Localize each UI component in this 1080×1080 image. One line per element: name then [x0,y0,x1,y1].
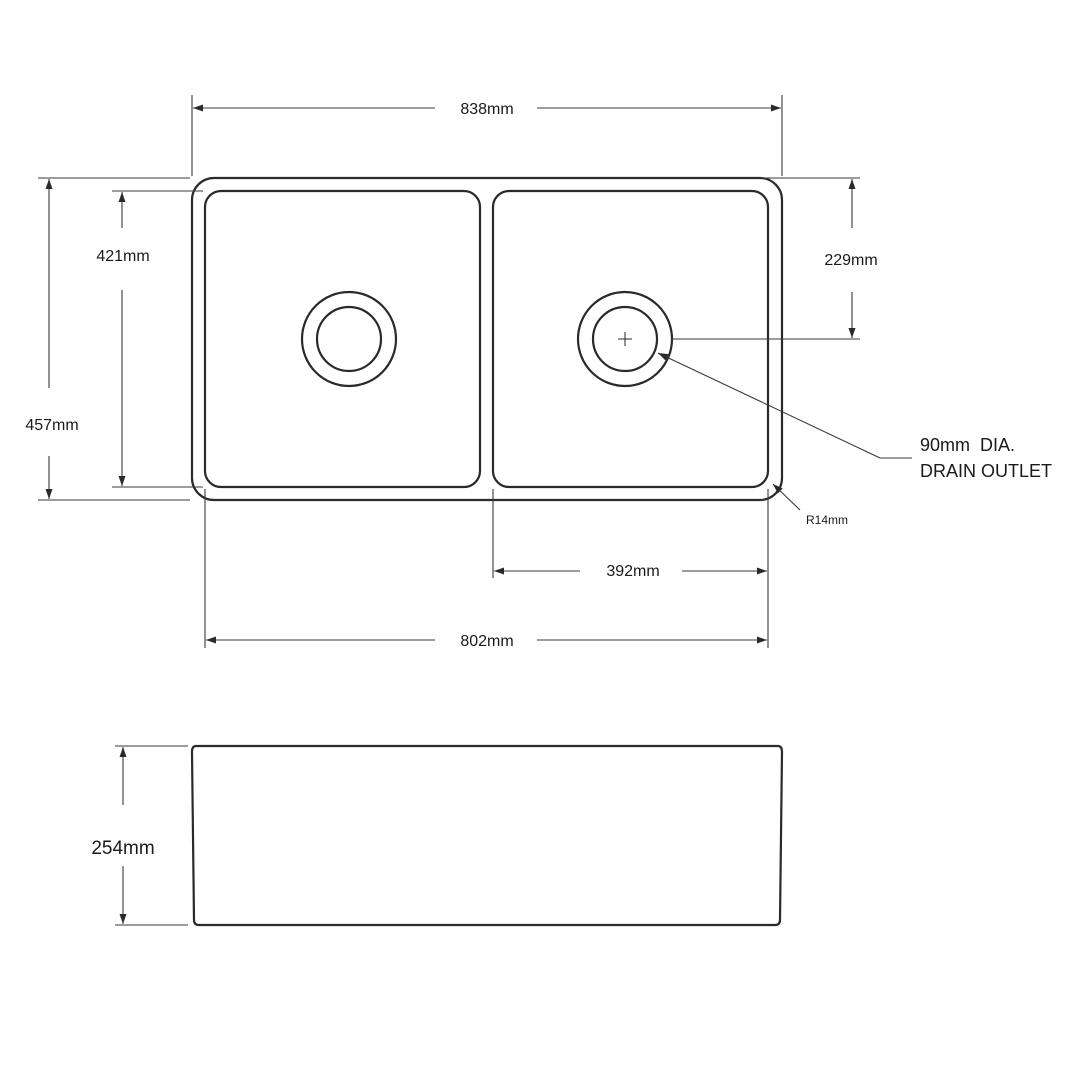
dimension-height: 254mm [91,745,188,926]
left-bowl [203,189,482,489]
drain-outlet-callout: 90mm DIA. DRAIN OUTLET [657,352,1052,481]
sink-front-profile [190,744,784,927]
dimension-drain-setback: 229mm [672,177,878,340]
bowl-width-label: 392mm [606,563,659,580]
drain-setback-label: 229mm [824,252,877,269]
callout-line-2: DRAIN OUTLET [920,461,1052,481]
dimension-overall-width: 838mm [191,95,783,176]
corner-radius-label: R14mm [806,513,848,527]
overall-width-label: 838mm [460,101,513,118]
dimension-bowl-depth: 421mm [96,190,203,488]
right-drain-outlet [576,290,674,388]
height-label: 254mm [91,838,154,859]
dimension-inner-width: 802mm [204,489,767,650]
dimension-overall-depth: 457mm [25,177,190,501]
top-view: 838mm 457mm 421mm 229mm [25,95,1052,650]
dimension-bowl-width: 392mm [492,489,769,648]
bowl-depth-label: 421mm [96,248,149,265]
callout-line-1: 90mm DIA. [920,435,1015,455]
overall-depth-label: 457mm [25,417,78,434]
front-view: 254mm [91,744,784,927]
dimension-corner-radius: R14mm [772,483,848,527]
left-drain-outlet [300,290,398,388]
inner-width-label: 802mm [460,633,513,650]
